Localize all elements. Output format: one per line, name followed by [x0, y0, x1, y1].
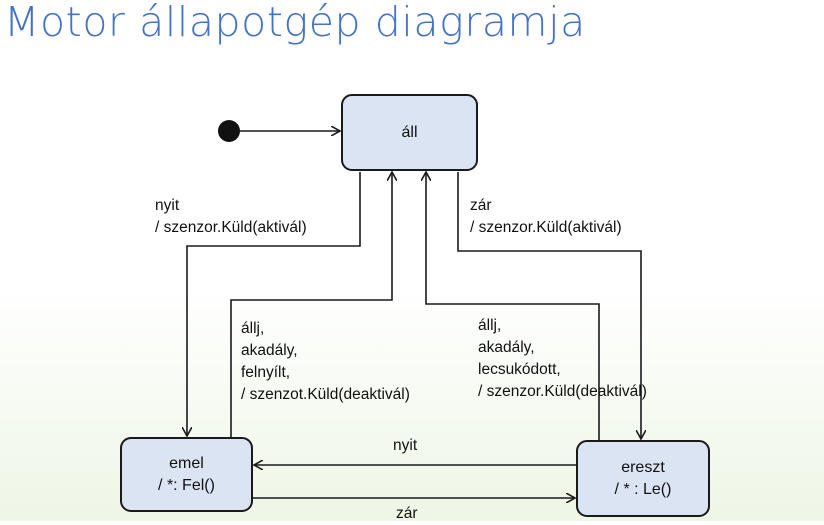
- state-emel-action: / *: Fel(): [158, 476, 215, 494]
- state-all-label: áll: [401, 123, 418, 141]
- label-line: akadály,: [478, 339, 535, 356]
- edge-emel-to-all: [230, 172, 392, 437]
- label-line: nyit: [155, 197, 180, 214]
- label-all-to-ereszt: zár / szenzor.Küld(aktivál): [470, 195, 622, 239]
- label-ereszt-to-all: állj, akadály, lecsukódott, / szenzor.Kü…: [478, 315, 647, 403]
- label-line: / szenzor.Küld(aktivál): [155, 219, 307, 236]
- label-line: felnyílt,: [241, 364, 291, 381]
- page-title: Motor állapotgép diagramja: [4, 0, 586, 46]
- edge-ereszt-to-all: [426, 172, 600, 440]
- edge-all-to-emel: [187, 172, 361, 436]
- label-line: / szenzot.Küld(deaktivál): [241, 386, 410, 403]
- edge-all-to-ereszt: [457, 172, 641, 439]
- label-ereszt-to-emel: nyit: [393, 435, 417, 457]
- state-emel: emel / *: Fel(): [120, 437, 253, 512]
- label-line: lecsukódott,: [478, 361, 561, 378]
- label-emel-to-all: állj, akadály, felnyílt, / szenzot.Küld(…: [241, 318, 410, 406]
- label-line: állj,: [241, 320, 265, 337]
- state-emel-name: emel: [169, 454, 204, 472]
- label-line: zár: [396, 505, 418, 522]
- initial-state-dot: [218, 120, 240, 142]
- label-line: nyit: [393, 437, 418, 454]
- state-ereszt-action: / * : Le(): [614, 480, 672, 498]
- label-emel-to-ereszt: zár: [396, 503, 418, 525]
- label-line: akadály,: [241, 342, 298, 359]
- state-ereszt: ereszt / * : Le(): [576, 440, 710, 517]
- label-line: / szenzor.Küld(deaktivál): [478, 383, 647, 400]
- label-all-to-emel: nyit / szenzor.Küld(aktivál): [155, 195, 307, 239]
- label-line: állj,: [478, 317, 502, 334]
- label-line: zár: [470, 197, 492, 214]
- state-ereszt-name: ereszt: [621, 458, 665, 476]
- state-all: áll: [341, 94, 478, 171]
- label-line: / szenzor.Küld(aktivál): [470, 219, 622, 236]
